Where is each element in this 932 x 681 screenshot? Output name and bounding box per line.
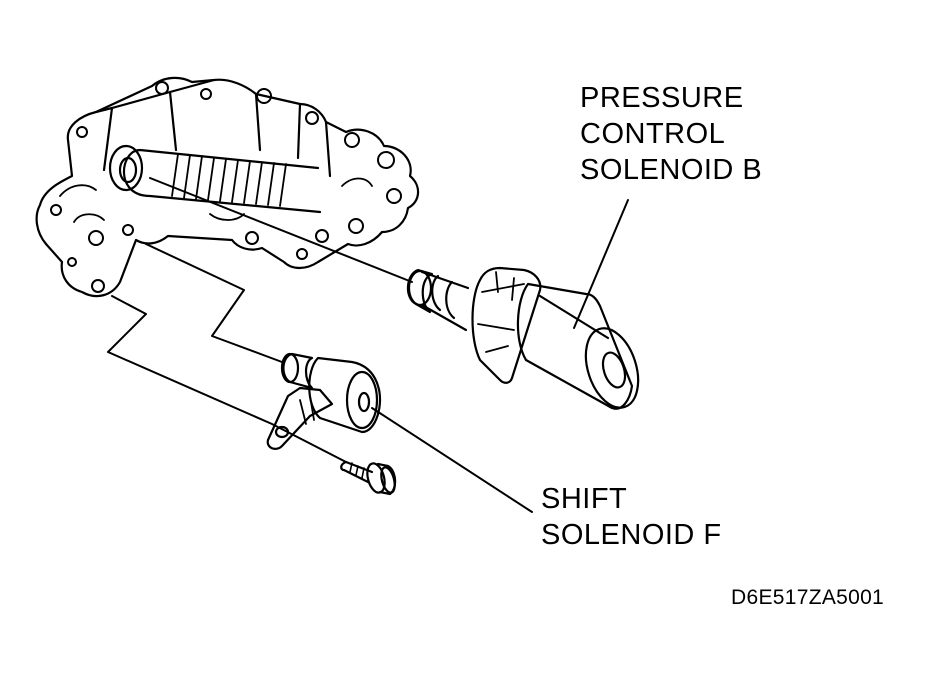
valve-body-ridge — [94, 78, 332, 178]
shift-solenoid-f — [266, 352, 382, 450]
shift-install-path — [145, 243, 283, 363]
valve-spring — [171, 153, 287, 207]
pressure-control-solenoid-b — [406, 266, 640, 410]
pcs-label-line-2: CONTROL — [580, 118, 726, 150]
ssf-bracket-hole — [274, 425, 290, 439]
pcs-stem — [420, 270, 470, 332]
valve-body-holes — [50, 81, 402, 293]
valve-bore — [122, 148, 322, 214]
valve-bore-end-inner — [118, 156, 138, 184]
pcs-body — [516, 282, 634, 410]
pcs-install-axis — [149, 177, 413, 283]
valve-body — [35, 76, 420, 298]
pressure-control-solenoid-b-label: PRESSURE CONTROL SOLENOID B — [580, 80, 762, 188]
pcs-flange — [471, 266, 542, 384]
valve-body-channels — [59, 177, 373, 223]
ssf-inlet — [282, 352, 314, 390]
pcs-end-cap — [584, 327, 640, 409]
valve-bore-end — [108, 144, 144, 192]
figure-id: D6E517ZA5001 — [731, 586, 885, 609]
ssf-label-line-2: SOLENOID F — [541, 519, 722, 551]
ssf-end — [345, 370, 379, 430]
ssf-label-line-1: SHIFT — [541, 483, 628, 515]
pcs-label-line-3: SOLENOID B — [580, 154, 763, 186]
shift-solenoid-f-label: SHIFT SOLENOID F — [541, 481, 722, 553]
ssf-leader-line — [371, 407, 533, 513]
bolt-thread — [349, 462, 365, 479]
mounting-bolt — [340, 460, 397, 496]
pcs-flange-detail — [477, 271, 525, 353]
pcs-leader-line — [573, 199, 629, 329]
pcs-label-line-1: PRESSURE — [580, 82, 744, 114]
ssf-body — [308, 356, 382, 434]
bolt-flange — [366, 462, 386, 494]
bolt-install-path — [107, 295, 347, 463]
installation-lines — [107, 177, 413, 463]
valve-body-outline — [35, 76, 420, 298]
ssf-bracket — [266, 386, 334, 450]
